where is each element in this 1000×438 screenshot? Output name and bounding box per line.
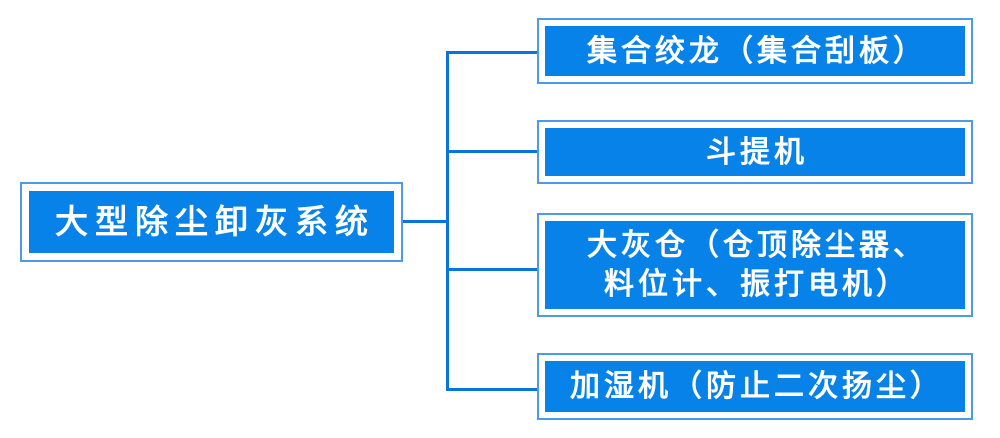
node-root-fill: 大型除尘卸灰系统: [29, 191, 394, 253]
connector-branch-3: [446, 268, 538, 271]
node-root: 大型除尘卸灰系统: [20, 182, 403, 262]
node-child-3-fill: 大灰仓（仓顶除尘器、 料位计、振打电机）: [545, 221, 965, 309]
node-child-1-fill: 集合绞龙（集合刮板）: [545, 26, 965, 76]
connector-branch-4: [446, 388, 538, 391]
node-child-2-fill: 斗提机: [545, 128, 965, 176]
connector-trunk: [446, 51, 449, 391]
node-child-2-label: 斗提机: [706, 135, 808, 169]
node-child-4: 加湿机（防止二次扬尘）: [537, 353, 973, 420]
connector-root-to-trunk: [401, 220, 448, 223]
node-child-1-label: 集合绞龙（集合刮板）: [587, 34, 927, 68]
node-child-3: 大灰仓（仓顶除尘器、 料位计、振打电机）: [537, 213, 973, 317]
node-child-2: 斗提机: [537, 120, 973, 184]
node-root-label: 大型除尘卸灰系统: [55, 202, 375, 240]
connector-branch-2: [446, 150, 538, 153]
node-child-3-label: 大灰仓（仓顶除尘器、 料位计、振打电机）: [587, 229, 927, 301]
connector-branch-1: [446, 51, 538, 54]
node-child-4-fill: 加湿机（防止二次扬尘）: [545, 361, 965, 412]
node-child-1: 集合绞龙（集合刮板）: [537, 18, 973, 84]
node-child-4-label: 加湿机（防止二次扬尘）: [570, 370, 944, 403]
